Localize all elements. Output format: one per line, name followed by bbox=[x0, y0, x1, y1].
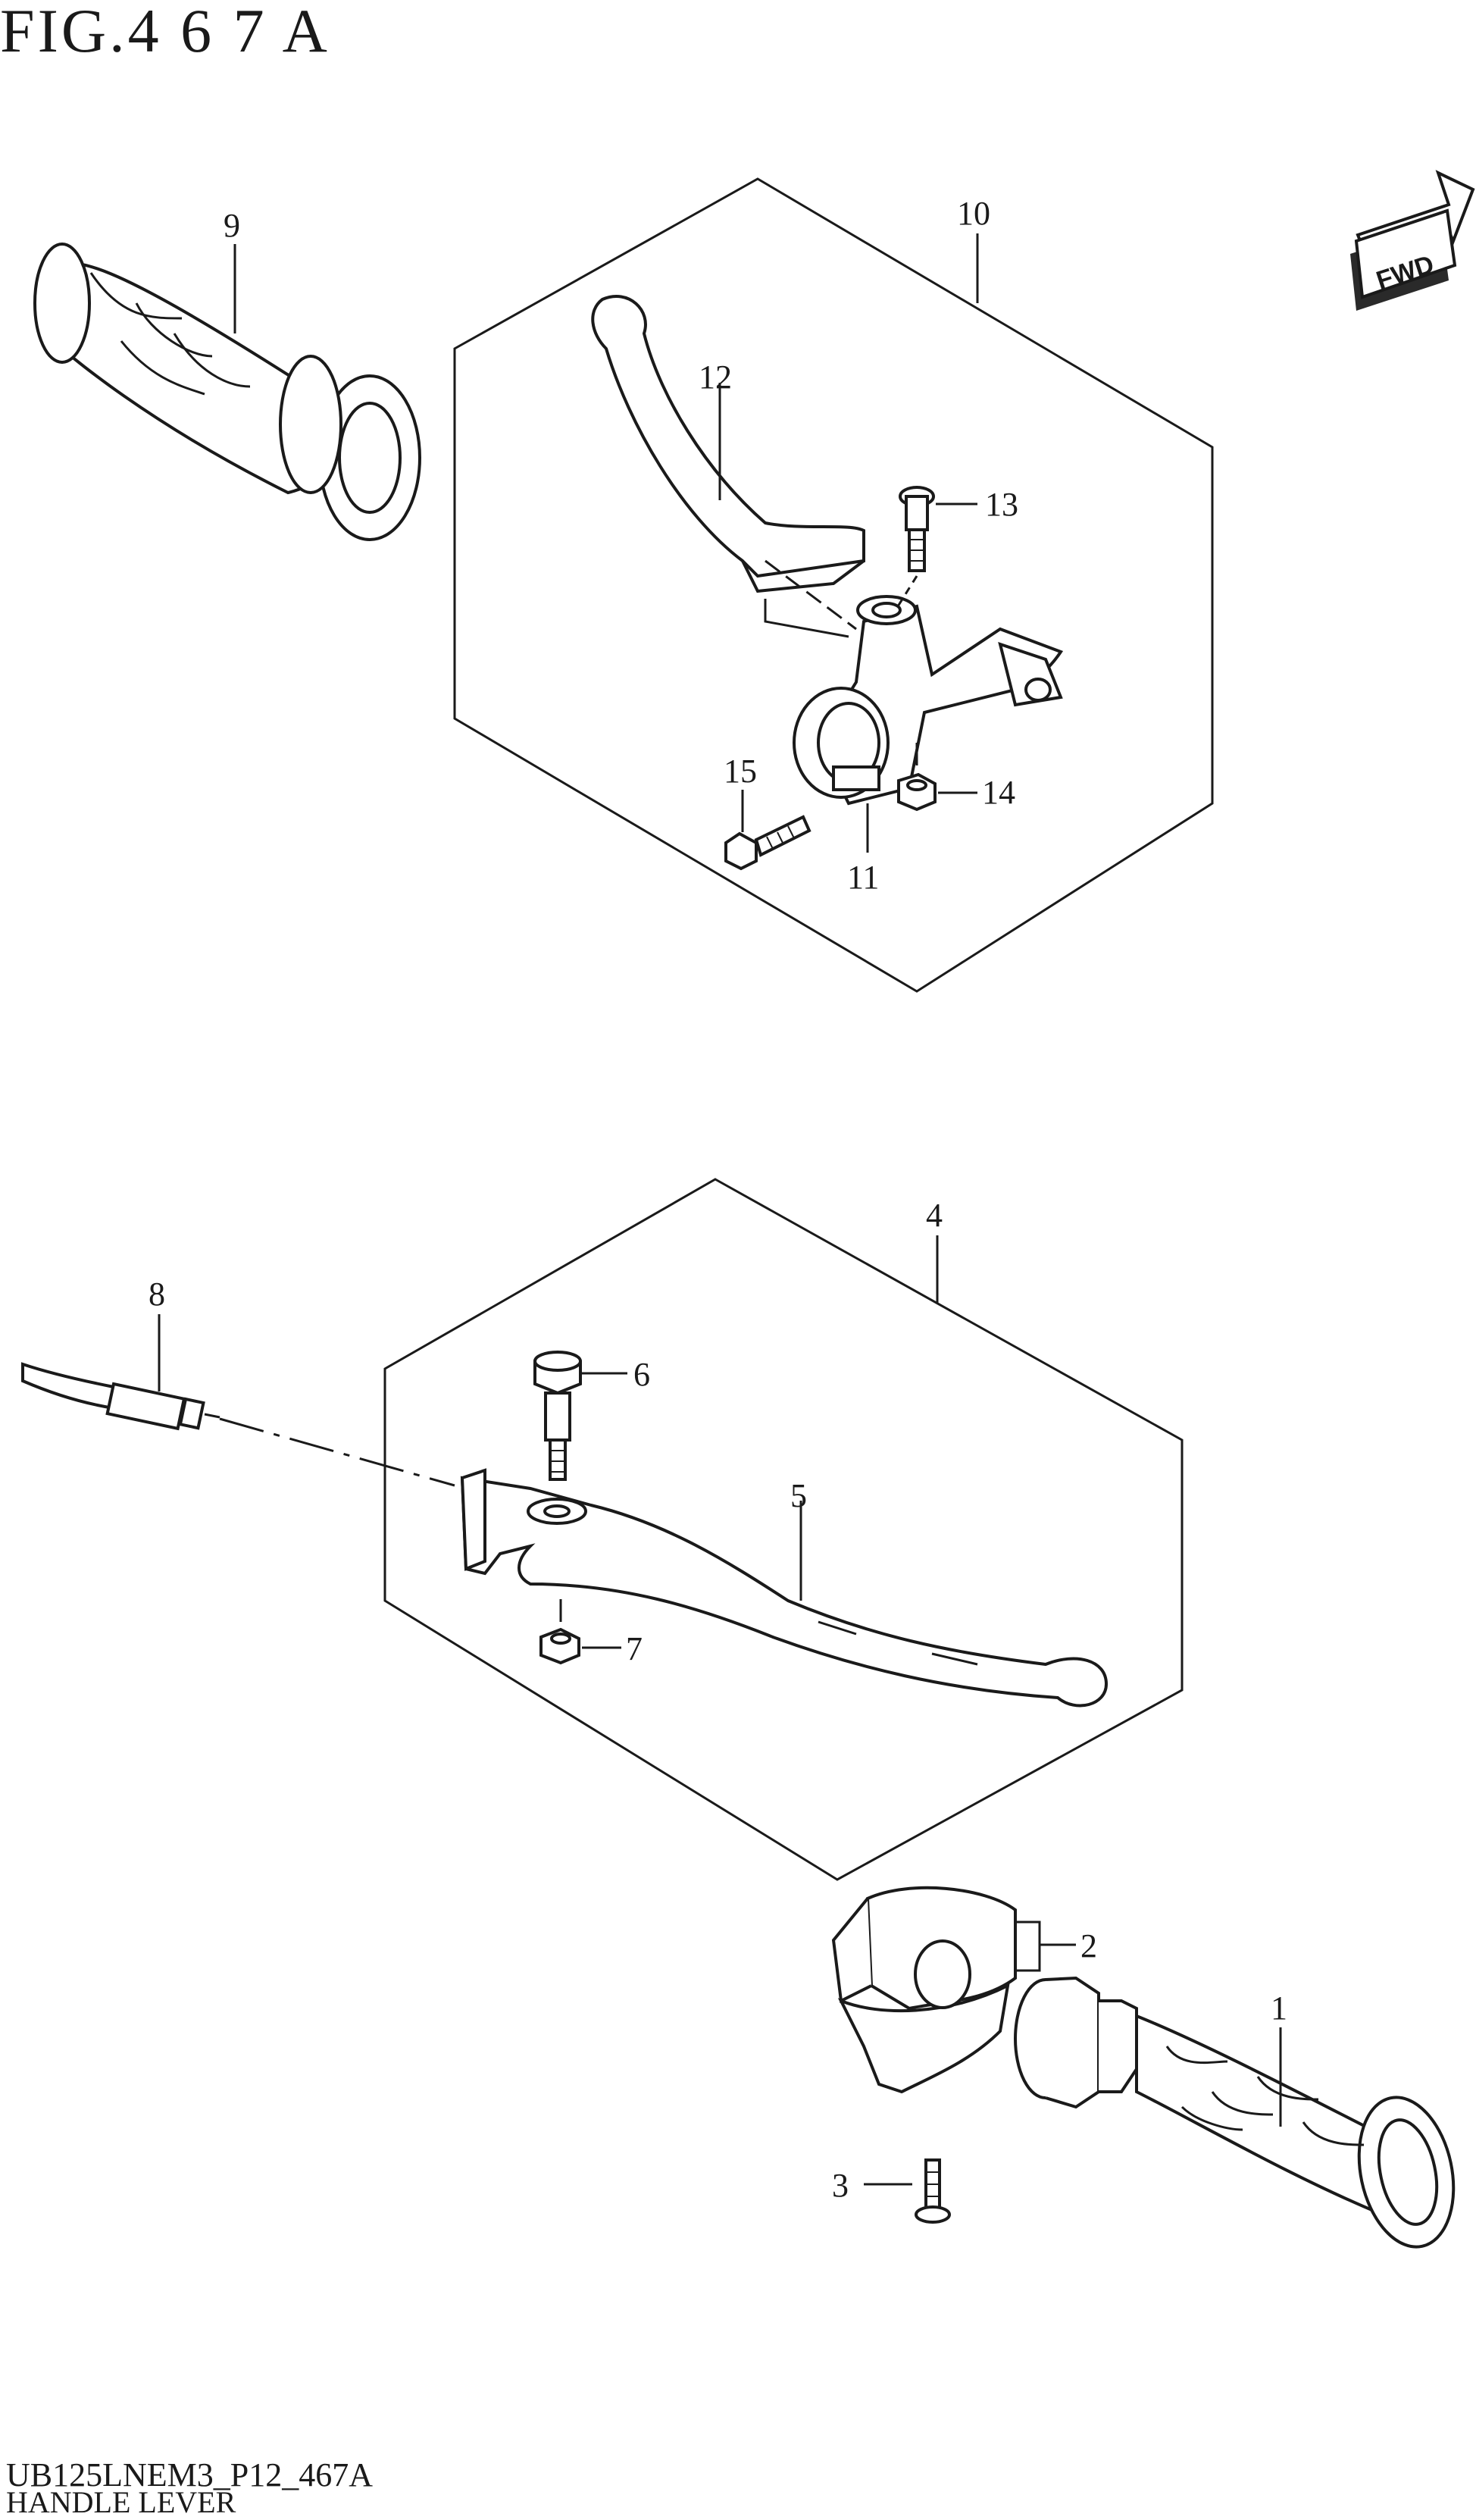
assembly-line-12-holder bbox=[764, 599, 849, 638]
assembly-line-12-11 bbox=[765, 559, 857, 631]
callout-2: 2 bbox=[1080, 1927, 1097, 1964]
bracket-2 bbox=[1015, 1921, 1041, 1972]
throttle-grip-drawing bbox=[1014, 1976, 1456, 2249]
fwd-arrow-icon: FWD bbox=[1350, 170, 1475, 311]
diagram-name: HANDLE LEVER bbox=[6, 2485, 236, 2519]
callout-5: 5 bbox=[790, 1477, 807, 1514]
upper-lever-drawing bbox=[591, 295, 865, 593]
callout-12: 12 bbox=[699, 358, 732, 396]
callout-3: 3 bbox=[832, 2167, 849, 2204]
callout-1: 1 bbox=[1271, 1989, 1287, 2027]
nut-drawing-7 bbox=[539, 1627, 580, 1665]
assembly-line-13-11 bbox=[896, 575, 918, 607]
throttle-housing-drawing bbox=[831, 1886, 1017, 2094]
callout-15: 15 bbox=[724, 753, 757, 790]
pivot-bolt-drawing-6 bbox=[533, 1350, 582, 1481]
callout-11: 11 bbox=[847, 859, 879, 896]
callout-8: 8 bbox=[149, 1276, 165, 1313]
callout-7: 7 bbox=[626, 1630, 643, 1667]
callout-13: 13 bbox=[985, 486, 1018, 523]
cable-drawing bbox=[21, 1362, 220, 1431]
left-grip-drawing bbox=[33, 243, 421, 541]
callout-4: 4 bbox=[926, 1197, 943, 1234]
pivot-bolt-drawing bbox=[899, 486, 935, 572]
figure-title: FIG.4 6 7 A bbox=[0, 0, 330, 65]
callout-9: 9 bbox=[224, 207, 240, 244]
screw-drawing-3 bbox=[915, 2158, 951, 2224]
callout-6: 6 bbox=[633, 1356, 650, 1393]
lever-assembly-kit-outline bbox=[453, 177, 1214, 993]
callout-14: 14 bbox=[982, 774, 1015, 811]
callout-10: 10 bbox=[957, 195, 990, 232]
lower-lever-drawing bbox=[460, 1468, 1109, 1708]
nut-drawing-14 bbox=[897, 772, 937, 812]
assembly-line-8 bbox=[219, 1417, 455, 1487]
lever-kit-outline bbox=[383, 1178, 1184, 1881]
screw-drawing-15 bbox=[724, 815, 811, 871]
diagram-code: UB125LNEM3_P12_467A bbox=[6, 2456, 374, 2493]
lever-holder-drawing bbox=[793, 595, 1064, 806]
